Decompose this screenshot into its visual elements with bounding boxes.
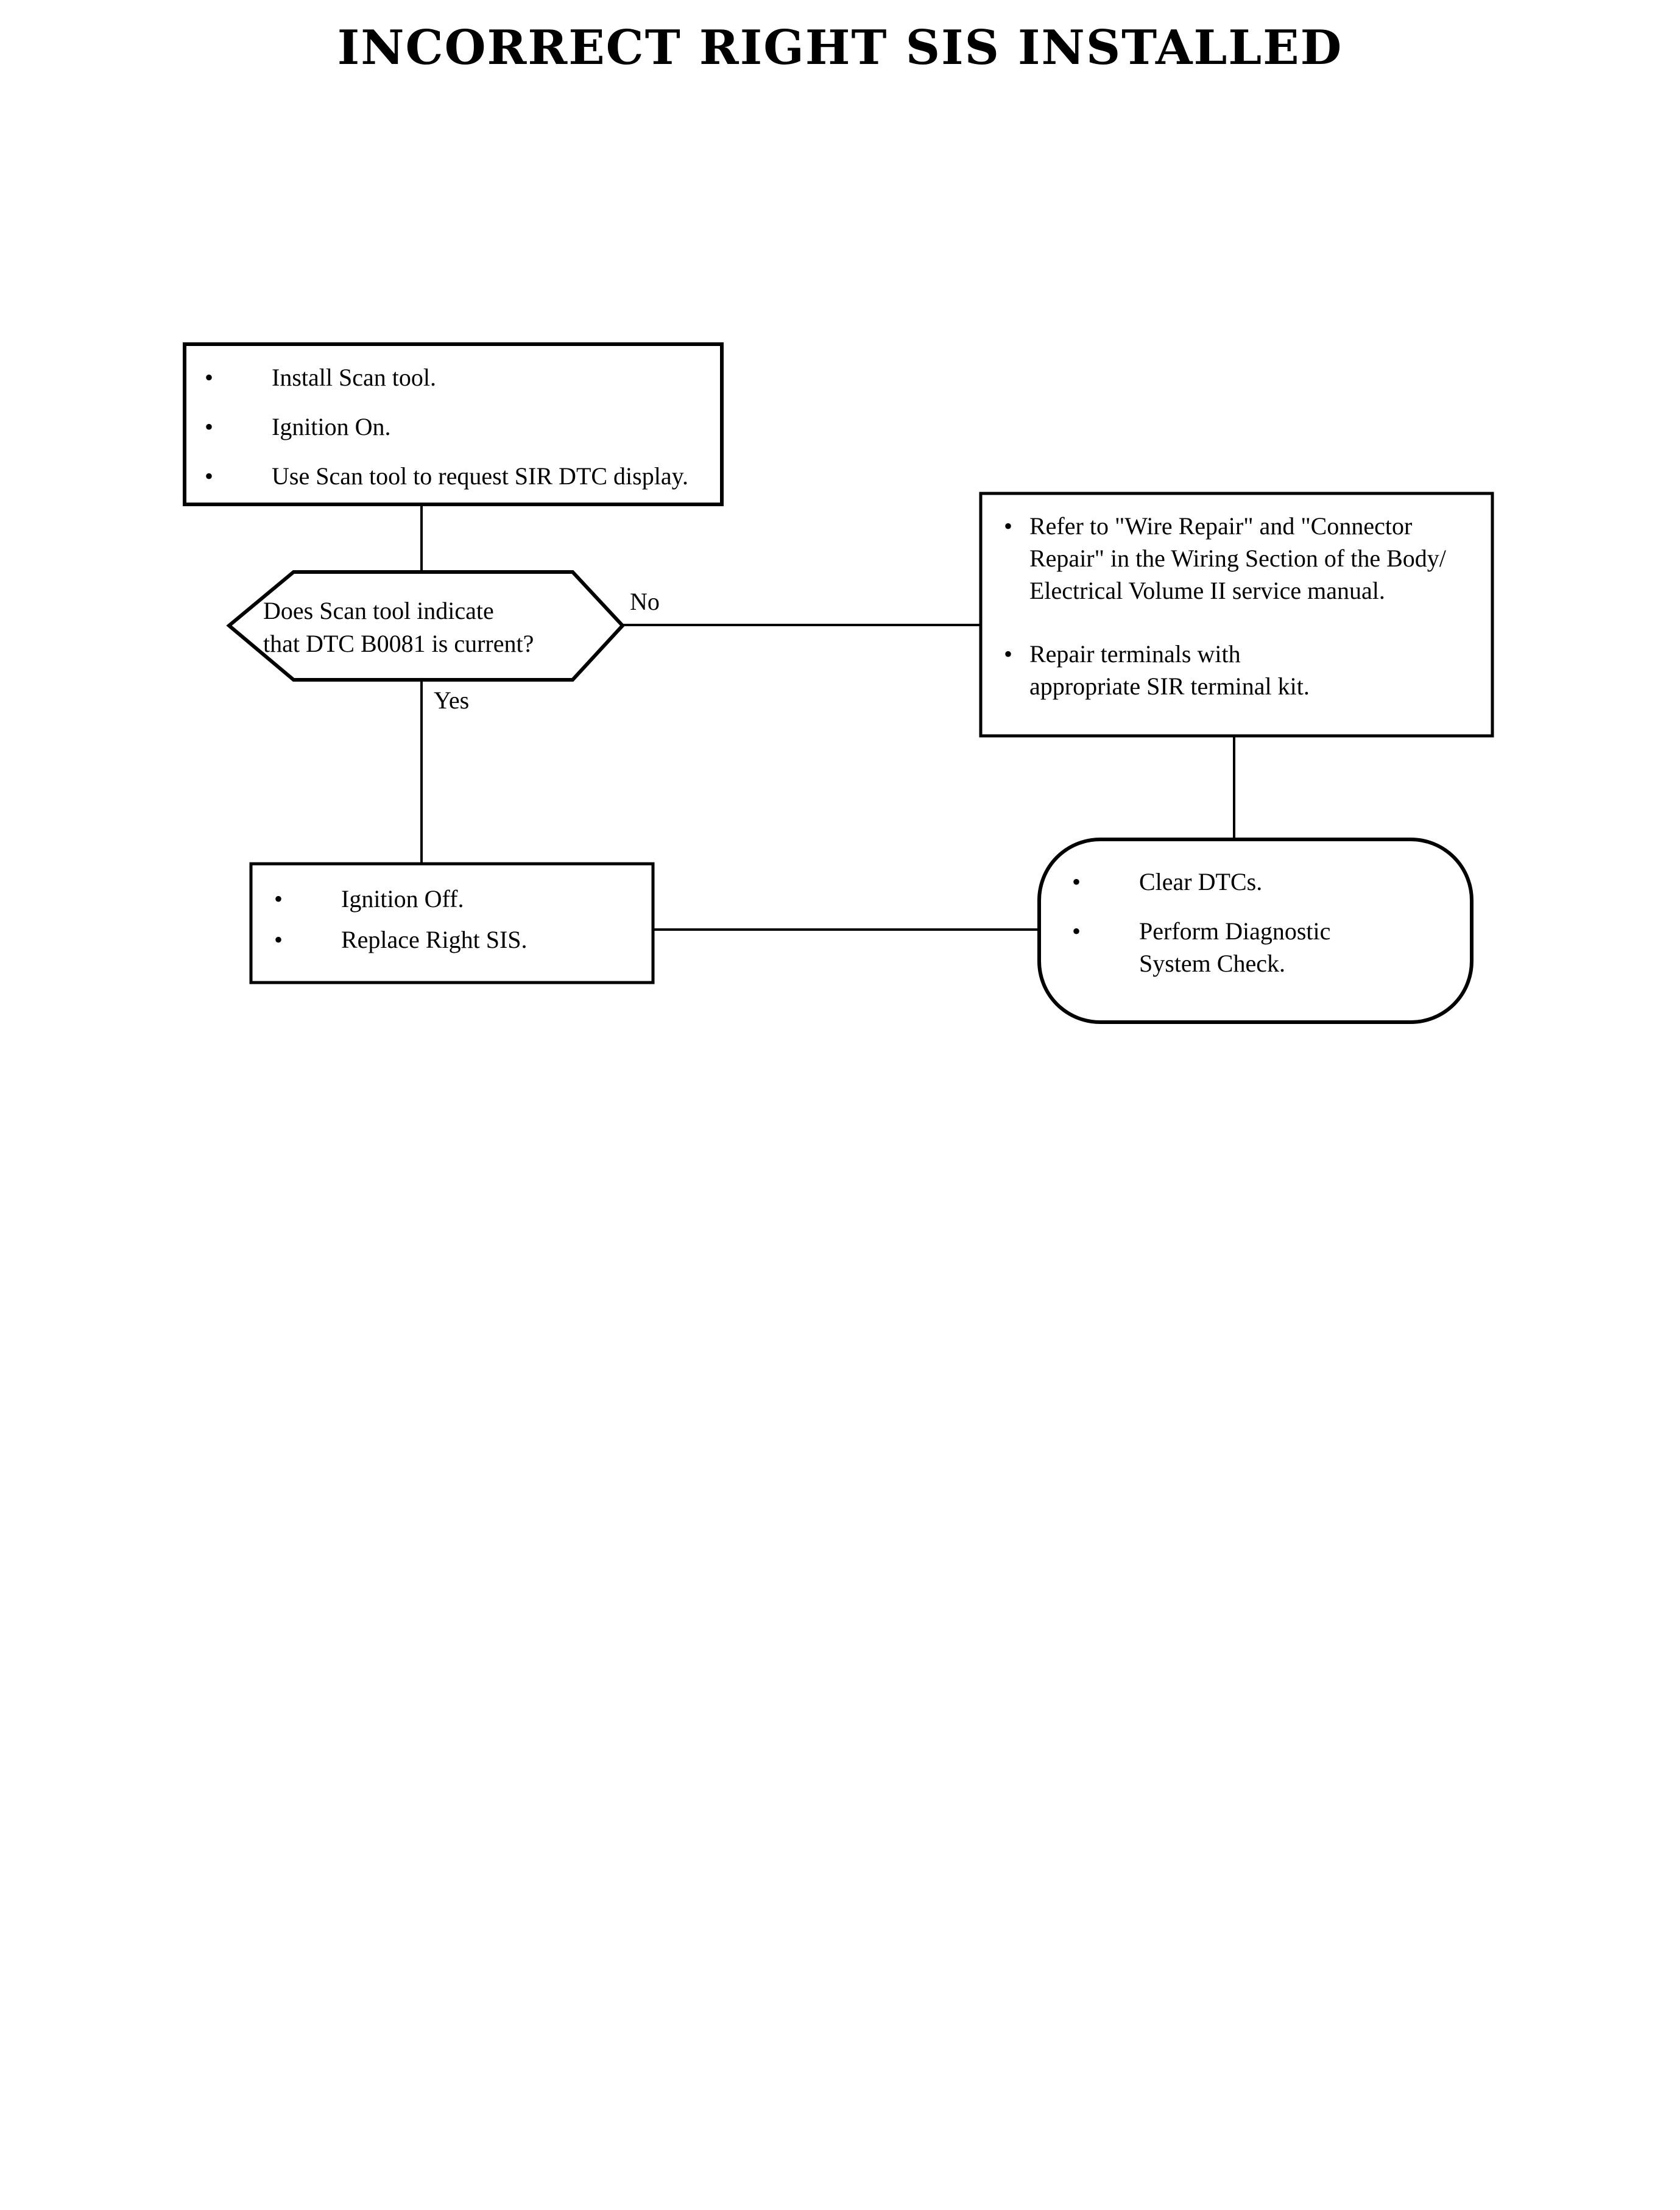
node-install-text: • Install Scan tool. • Ignition On. • Us… (205, 362, 704, 492)
bullet-icon: • (205, 412, 214, 440)
list-item: • Clear DTCs. (1072, 866, 1438, 898)
node-install-box (183, 342, 724, 506)
node-decision-hexagon (226, 570, 626, 682)
page-title: INCORRECT RIGHT SIS INSTALLED (337, 20, 1343, 76)
list-item: • Use Scan tool to request SIR DTC displ… (205, 461, 704, 493)
list-item: • Perform Diagnostic System Check. (1072, 916, 1438, 980)
node-terminator-text: • Clear DTCs. • Perform Diagnostic Syste… (1072, 866, 1438, 980)
terminator-item-1: Clear DTCs. (1139, 868, 1263, 895)
bullet-icon: • (1072, 917, 1081, 945)
list-item: • Refer to "Wire Repair" and "Connector … (1004, 510, 1485, 607)
bullet-icon: • (1072, 868, 1081, 895)
replace-bullet-list: • Ignition Off. • Replace Right SIS. (274, 883, 652, 956)
node-replace-box (249, 862, 655, 984)
install-item-2: Ignition On. (272, 412, 391, 440)
repair-item-2: Repair terminals with appropriate SIR te… (1029, 640, 1310, 701)
edge-label-no: No (630, 588, 660, 615)
node-repair-box (979, 492, 1494, 738)
bullet-icon: • (1004, 640, 1013, 668)
repair-bullet-list: • Refer to "Wire Repair" and "Connector … (1004, 510, 1485, 703)
list-item: • Replace Right SIS. (274, 924, 652, 956)
replace-item-2: Replace Right SIS. (341, 925, 528, 953)
list-item: • Install Scan tool. (205, 362, 704, 394)
bullet-icon: • (274, 925, 283, 953)
node-replace-text: • Ignition Off. • Replace Right SIS. (274, 883, 652, 956)
list-item: • Ignition On. (205, 411, 704, 443)
node-repair-text: • Refer to "Wire Repair" and "Connector … (1004, 510, 1485, 703)
terminator-item-2: Perform Diagnostic System Check. (1139, 917, 1331, 977)
install-item-3: Use Scan tool to request SIR DTC display… (272, 462, 689, 490)
install-item-1: Install Scan tool. (272, 364, 436, 391)
edge-label-yes: Yes (434, 687, 470, 714)
replace-item-1: Ignition Off. (341, 885, 464, 913)
bullet-icon: • (1004, 512, 1013, 540)
bullet-icon: • (274, 885, 283, 913)
repair-item-1: Refer to "Wire Repair" and "Connector Re… (1029, 512, 1446, 604)
bullet-icon: • (205, 364, 214, 391)
list-item: • Repair terminals with appropriate SIR … (1004, 638, 1485, 703)
node-terminator-shape (1037, 838, 1474, 1024)
terminator-bullet-list: • Clear DTCs. • Perform Diagnostic Syste… (1072, 866, 1438, 980)
install-bullet-list: • Install Scan tool. • Ignition On. • Us… (205, 362, 704, 492)
list-item: • Ignition Off. (274, 883, 652, 916)
bullet-icon: • (205, 462, 214, 490)
node-decision-text: Does Scan tool indicate that DTC B0081 i… (263, 597, 534, 658)
